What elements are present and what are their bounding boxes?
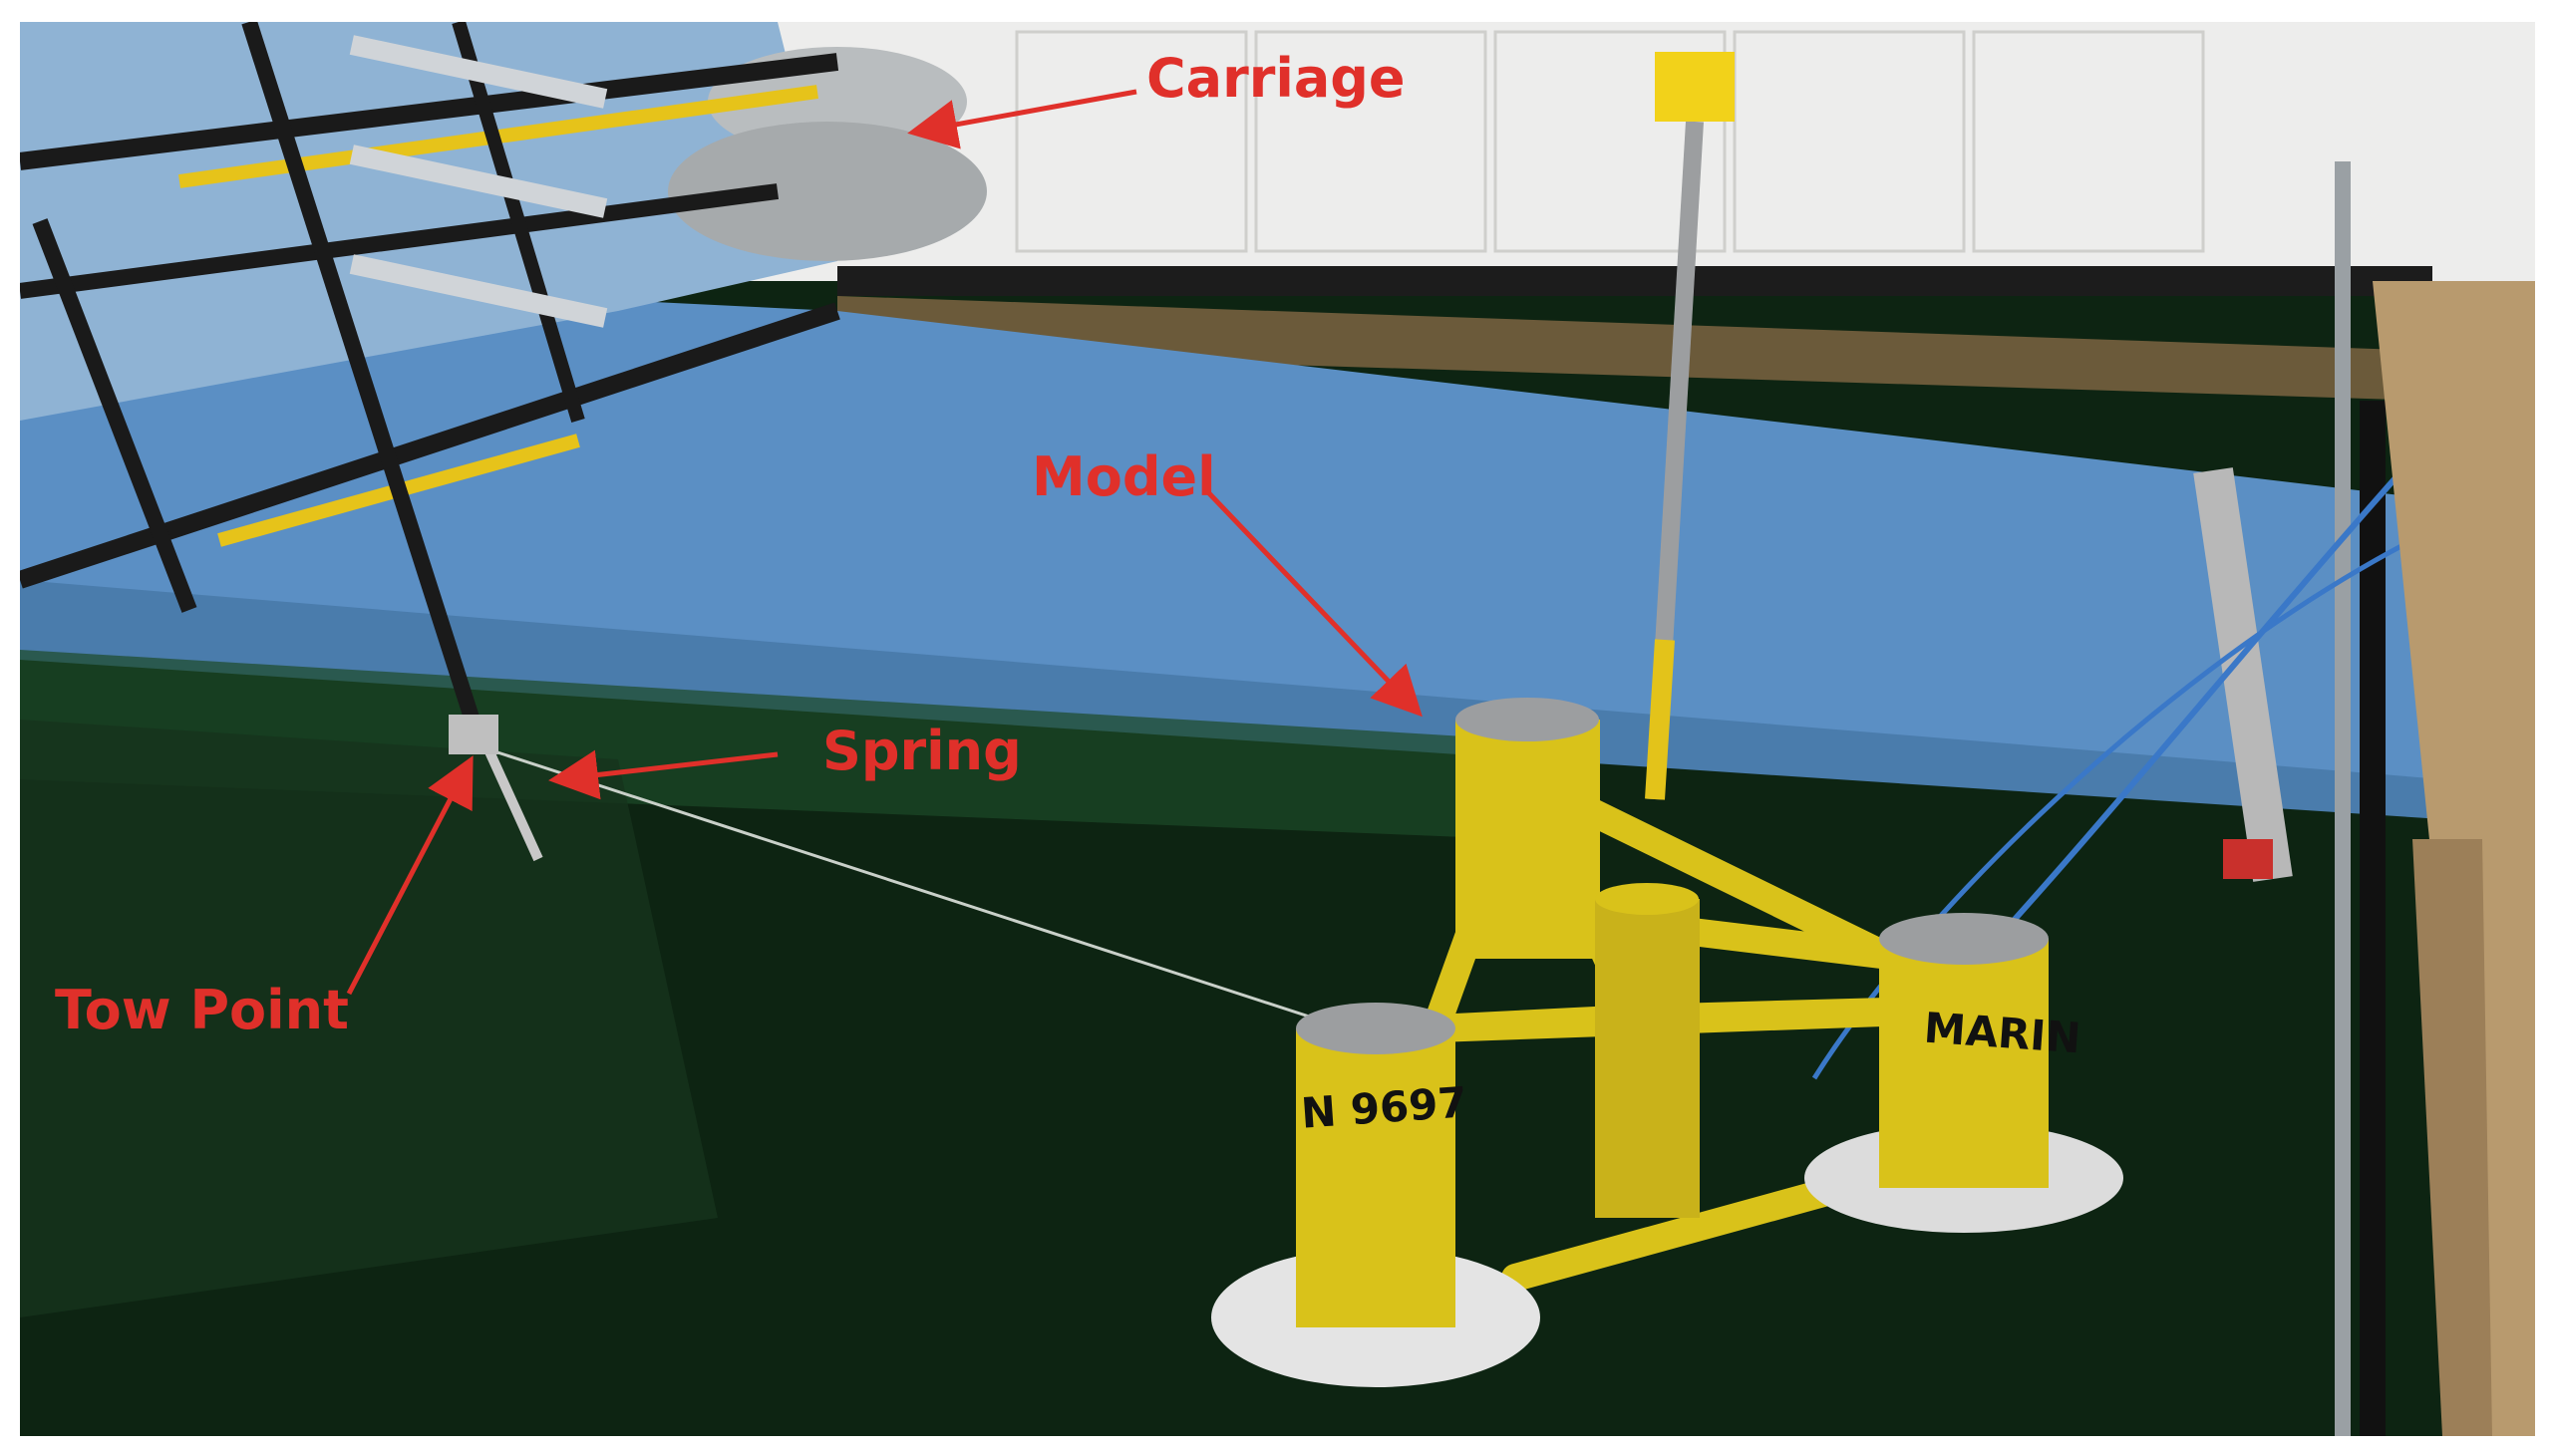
water-surface	[20, 660, 2535, 1436]
carriage-arrow	[907, 89, 1137, 149]
tow-point-label: Tow Point	[55, 979, 349, 1041]
model-label: Model	[1032, 445, 1216, 508]
wall-reflection	[20, 720, 718, 1317]
tow-point-arrow	[346, 755, 474, 996]
spring-label: Spring	[822, 720, 1022, 782]
spring-arrow	[548, 749, 779, 800]
rail-track	[837, 296, 2432, 401]
photo-frame: N 9697 MARIN Carriage Model Spring Tow P…	[20, 22, 2535, 1436]
wooden-deck-edge	[2412, 839, 2492, 1436]
carriage-structure	[20, 22, 987, 742]
air-tank-lower	[668, 122, 987, 261]
wall-panels	[1015, 30, 2205, 253]
carriage-rail	[837, 266, 2432, 296]
spring	[483, 746, 543, 862]
carriage-label: Carriage	[1146, 47, 1406, 110]
tow-line	[487, 747, 1347, 1030]
wave-probe-head	[1655, 52, 1735, 122]
tank-wall-shadow	[20, 580, 2442, 839]
tow-point-clamp	[449, 715, 498, 754]
floater-model	[1211, 52, 2123, 1387]
model-arrow	[1204, 488, 1423, 718]
annotation-arrows	[346, 89, 1423, 996]
tank-scene	[20, 22, 2535, 1436]
